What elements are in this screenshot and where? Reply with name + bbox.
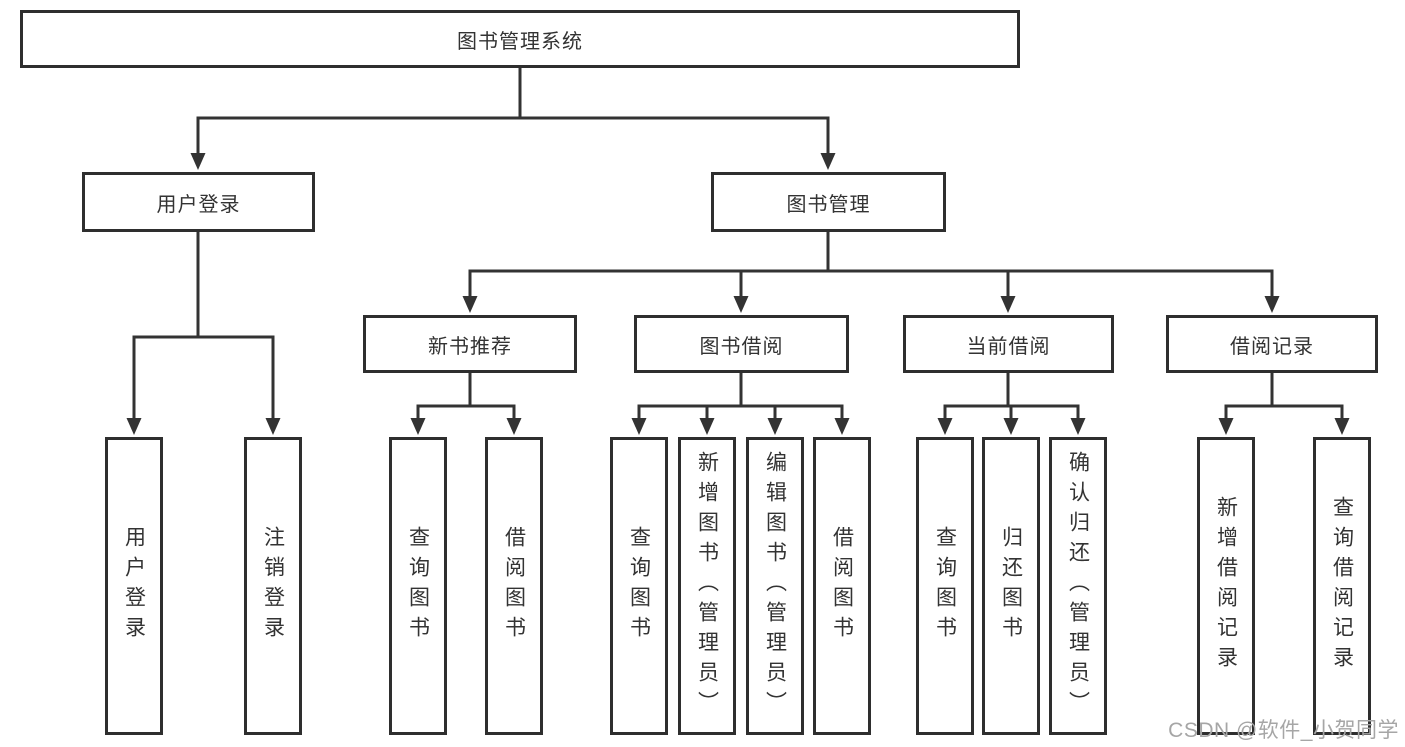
leaf-query-borrow-record-label: 查询借阅记录: [1330, 496, 1354, 676]
node-root-label: 图书管理系统: [457, 30, 583, 53]
leaf-query-books-current-label: 查询图书: [933, 526, 957, 646]
leaf-query-books-recommend-label: 查询图书: [406, 526, 430, 646]
leaf-confirm-return-admin-label: 确认归还（管理员）: [1066, 451, 1090, 721]
leaf-add-book-admin: 新增图书（管理员）: [678, 437, 736, 735]
watermark: CSDN @软件_小贺同学: [1168, 719, 1399, 742]
node-book-borrowing: 图书借阅: [634, 315, 849, 373]
connector-arrowhead: [820, 153, 836, 170]
leaf-query-borrow-record: 查询借阅记录: [1313, 437, 1371, 735]
connector-arrowhead: [506, 418, 522, 435]
connector-arrowhead: [462, 296, 478, 313]
node-root: 图书管理系统: [20, 10, 1020, 68]
leaf-return-books: 归还图书: [982, 437, 1040, 735]
leaf-edit-book-admin-label: 编辑图书（管理员）: [763, 451, 787, 721]
leaf-add-borrow-record-label: 新增借阅记录: [1214, 496, 1238, 676]
leaf-return-books-label: 归还图书: [999, 526, 1023, 646]
leaf-borrow-books-borrowing: 借阅图书: [813, 437, 871, 735]
node-current-borrowing-label: 当前借阅: [966, 335, 1051, 358]
node-new-book-recommend-label: 新书推荐: [428, 335, 512, 358]
node-borrowing-records: 借阅记录: [1166, 315, 1378, 373]
connector-arrowhead: [126, 418, 142, 435]
connector-arrowhead: [1264, 296, 1280, 313]
node-user-login-label: 用户登录: [156, 193, 241, 216]
connector-arrowhead: [265, 418, 281, 435]
leaf-add-book-admin-label: 新增图书（管理员）: [695, 451, 719, 721]
node-new-book-recommend: 新书推荐: [363, 315, 577, 373]
connector-arrowhead: [410, 418, 426, 435]
node-book-management: 图书管理: [711, 172, 946, 232]
connector-arrowhead: [937, 418, 953, 435]
leaf-user-login-label: 用户登录: [122, 526, 146, 646]
connector-arrowhead: [1218, 418, 1234, 435]
node-current-borrowing: 当前借阅: [903, 315, 1114, 373]
leaf-logout-label: 注销登录: [261, 526, 285, 646]
connector-arrowhead: [1334, 418, 1350, 435]
leaf-user-login: 用户登录: [105, 437, 163, 735]
connector-arrowhead: [699, 418, 715, 435]
leaf-query-books-borrowing-label: 查询图书: [627, 526, 651, 646]
leaf-query-books-current: 查询图书: [916, 437, 974, 735]
node-borrowing-records-label: 借阅记录: [1230, 335, 1314, 358]
connector-arrowhead: [834, 418, 850, 435]
leaf-query-books-recommend: 查询图书: [389, 437, 447, 735]
leaf-confirm-return-admin: 确认归还（管理员）: [1049, 437, 1107, 735]
node-book-borrowing-label: 图书借阅: [699, 335, 784, 358]
connector-arrowhead: [1070, 418, 1086, 435]
node-user-login: 用户登录: [82, 172, 315, 232]
leaf-query-books-borrowing: 查询图书: [610, 437, 668, 735]
connector-arrowhead: [733, 296, 749, 313]
connector-arrowhead: [767, 418, 783, 435]
connector-arrowhead: [1003, 418, 1019, 435]
connector-arrowhead: [190, 153, 206, 170]
connector-arrowhead: [1000, 296, 1016, 313]
leaf-add-borrow-record: 新增借阅记录: [1197, 437, 1255, 735]
leaf-borrow-books-recommend: 借阅图书: [485, 437, 543, 735]
leaf-logout: 注销登录: [244, 437, 302, 735]
leaf-borrow-books-recommend-label: 借阅图书: [502, 526, 526, 646]
leaf-edit-book-admin: 编辑图书（管理员）: [746, 437, 804, 735]
node-book-management-label: 图书管理: [786, 193, 871, 216]
connector-arrowhead: [631, 418, 647, 435]
leaf-borrow-books-borrowing-label: 借阅图书: [830, 526, 854, 646]
